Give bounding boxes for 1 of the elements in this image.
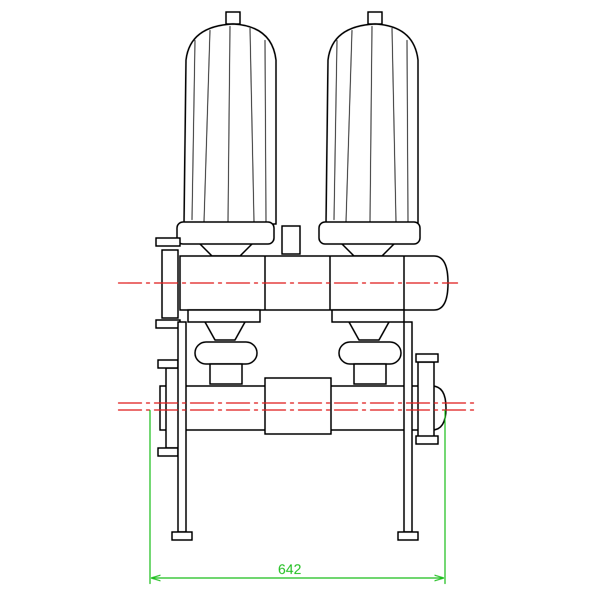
- dimension-label: 642: [278, 561, 302, 577]
